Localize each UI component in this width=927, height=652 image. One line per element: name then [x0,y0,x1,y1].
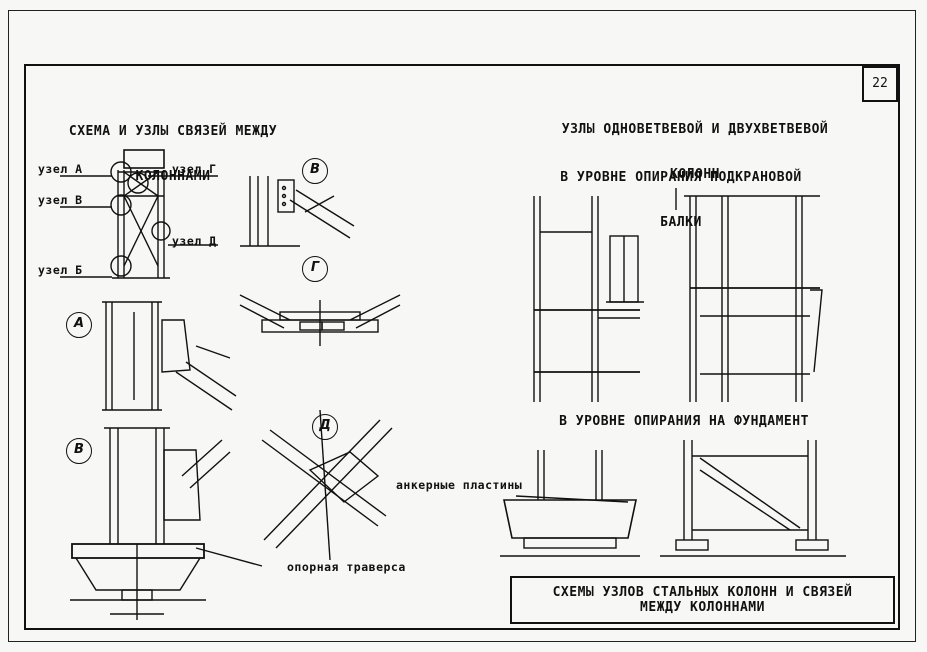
right-header-line2: КОЛОНН [670,167,720,182]
detail-mark-b: В [66,438,92,464]
foundation-subheader: В УРОВНЕ ОПИРАНИЯ НА ФУНДАМЕНТ [559,414,809,429]
crane-level-column-1 [533,196,644,402]
foundation-level-column-2 [660,440,846,557]
left-header-line1: СХЕМА И УЗЛЫ СВЯЗЕЙ МЕЖДУ [68,124,278,139]
crane-subheader: В УРОВНЕ ОПИРАНИЯ ПОДКРАНОВОЙ БАЛКИ [545,140,817,260]
crane-level-column-2 [675,188,823,402]
right-header-line1: УЗЛЫ ОДНОВЕТВЕВОЙ И ДВУХВЕТВЕВОЙ [561,122,829,137]
detail-d-cross [261,409,393,561]
support-traverse-label: опорная траверса [287,560,406,574]
detail-mark-a: А [66,312,92,338]
detail-mark-d: Д [312,414,338,440]
title-line2: МЕЖДУ КОЛОННАМИ [640,600,765,615]
outer-frame [8,10,916,642]
node-label-g: узел Г [172,162,217,176]
bracing-scheme [60,149,218,279]
crane-subheader-line2: БАЛКИ [660,215,702,230]
detail-g-node [239,294,401,346]
crane-subheader-line1: В УРОВНЕ ОПИРАНИЯ ПОДКРАНОВОЙ [560,170,802,185]
node-label-a: узел А [38,162,83,176]
detail-mark-g: Г [302,256,328,282]
title-line1: СХЕМЫ УЗЛОВ СТАЛЬНЫХ КОЛОНН И СВЯЗЕЙ [552,585,853,600]
detail-mark-v: В [302,158,328,184]
inner-frame [24,64,900,630]
node-label-v: узел В [38,193,83,207]
page-number: 22 [862,66,898,102]
node-label-b: узел Б [38,263,83,277]
detail-a-node [102,301,237,411]
right-header: УЗЛЫ ОДНОВЕТВЕВОЙ И ДВУХВЕТВЕВОЙ КОЛОНН [545,92,845,212]
detail-v-node [240,176,355,247]
title-block: СХЕМЫ УЗЛОВ СТАЛЬНЫХ КОЛОНН И СВЯЗЕЙ МЕЖ… [510,576,895,624]
foundation-level-column-1 [500,450,640,557]
anchor-plates-label: анкерные пластины [396,478,523,492]
detail-b-base [70,427,263,620]
